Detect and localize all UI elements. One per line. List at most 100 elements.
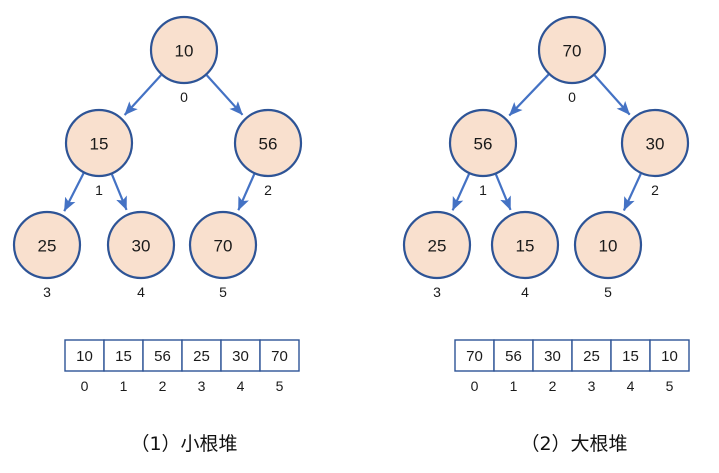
array-cell-value: 30 bbox=[544, 348, 561, 365]
array-cell-box bbox=[142, 339, 183, 372]
tree-node-1[interactable]: 151 bbox=[64, 108, 134, 198]
node-value-label: 56 bbox=[259, 135, 278, 154]
array-cell[interactable]: 700 bbox=[454, 339, 495, 394]
array-cell-value: 10 bbox=[661, 348, 678, 365]
array-cell-value: 25 bbox=[193, 348, 210, 365]
panel-caption: （2）大根堆 bbox=[520, 433, 627, 455]
node-value-label: 10 bbox=[599, 237, 618, 256]
array-cell-box bbox=[259, 339, 300, 372]
node-value-label: 10 bbox=[175, 42, 194, 61]
array-cell-value: 56 bbox=[505, 348, 522, 365]
node-index-label: 0 bbox=[180, 89, 188, 105]
node-index-label: 4 bbox=[521, 284, 529, 300]
node-value-label: 70 bbox=[214, 237, 233, 256]
array-cell-value: 56 bbox=[154, 348, 171, 365]
array-cell[interactable]: 15 4 bbox=[610, 339, 651, 394]
tree-edge-1-4 bbox=[110, 174, 128, 211]
array-cell-box bbox=[103, 339, 144, 372]
array-index-label: 4 bbox=[237, 378, 245, 394]
node-value-label: 25 bbox=[38, 237, 57, 256]
node-value-label: 30 bbox=[646, 135, 665, 154]
node-index-label: 2 bbox=[264, 182, 272, 198]
array-index-label: 3 bbox=[198, 378, 206, 394]
array-cell[interactable]: 10 0 bbox=[64, 339, 105, 394]
node-index-label: 5 bbox=[219, 284, 227, 300]
node-circle bbox=[490, 210, 560, 280]
node-circle bbox=[233, 108, 303, 178]
node-index-label: 4 bbox=[137, 284, 145, 300]
tree-edges bbox=[451, 73, 642, 211]
tree-node-0[interactable]: 10 0 bbox=[149, 15, 219, 105]
array-cell[interactable]: 15 1 bbox=[103, 339, 144, 394]
array-index-label: 0 bbox=[81, 378, 89, 394]
array-cell-box bbox=[649, 339, 690, 372]
node-value-label: 56 bbox=[474, 135, 493, 154]
array-index-label: 2 bbox=[549, 378, 557, 394]
heap-panel-min-heap: 100151562253304705100151562253304705（1）小… bbox=[12, 15, 303, 455]
tree-node-2[interactable]: 30 2 bbox=[620, 108, 690, 198]
array-index-label: 1 bbox=[120, 378, 128, 394]
node-index-label: 5 bbox=[604, 284, 612, 300]
tree-node-4[interactable]: 304 bbox=[106, 210, 176, 300]
array-cell[interactable]: 705 bbox=[259, 339, 300, 394]
array-cell-box bbox=[64, 339, 105, 372]
node-circle bbox=[402, 210, 472, 280]
array-cell-box bbox=[454, 339, 495, 372]
heap-array-table: 10 0 15 1 56 2 25 3 30 4 705 bbox=[64, 339, 300, 394]
node-index-label: 0 bbox=[568, 89, 576, 105]
array-index-label: 5 bbox=[276, 378, 284, 394]
array-cell-value: 70 bbox=[466, 348, 483, 365]
node-value-label: 70 bbox=[563, 42, 582, 61]
tree-edge-0-1 bbox=[123, 74, 162, 116]
tree-edges bbox=[63, 74, 256, 212]
array-cell-value: 30 bbox=[232, 348, 249, 365]
node-value-label: 25 bbox=[428, 237, 447, 256]
node-circle bbox=[537, 15, 607, 85]
node-value-label: 15 bbox=[516, 237, 535, 256]
tree-edge-1-3 bbox=[63, 172, 85, 212]
array-cell[interactable]: 25 3 bbox=[181, 339, 222, 394]
tree-edge-0-2 bbox=[205, 74, 244, 116]
panel-caption: （1）小根堆 bbox=[130, 433, 237, 455]
array-cell[interactable]: 30 2 bbox=[532, 339, 573, 394]
tree-node-0[interactable]: 70 0 bbox=[537, 15, 607, 105]
tree-node-1[interactable]: 56 1 bbox=[448, 108, 518, 198]
node-index-label: 3 bbox=[433, 284, 441, 300]
tree-node-4[interactable]: 15 4 bbox=[490, 210, 560, 300]
tree-node-3[interactable]: 25 3 bbox=[12, 210, 82, 300]
node-value-label: 15 bbox=[90, 135, 109, 154]
tree-edge-0-1 bbox=[508, 73, 550, 117]
array-cell-box bbox=[220, 339, 261, 372]
array-cell[interactable]: 30 4 bbox=[220, 339, 261, 394]
array-cell[interactable]: 56 2 bbox=[142, 339, 183, 394]
node-index-label: 2 bbox=[651, 182, 659, 198]
array-cell-value: 15 bbox=[622, 348, 639, 365]
node-circle bbox=[149, 15, 219, 85]
panels-root: 100151562253304705100151562253304705（1）小… bbox=[12, 15, 690, 455]
tree-edge-0-2 bbox=[593, 74, 631, 116]
node-index-label: 3 bbox=[43, 284, 51, 300]
array-index-label: 4 bbox=[627, 378, 635, 394]
array-cell[interactable]: 10 5 bbox=[649, 339, 690, 394]
tree-node-5[interactable]: 70 5 bbox=[188, 210, 258, 300]
array-cell[interactable]: 561 bbox=[493, 339, 534, 394]
array-index-label: 2 bbox=[159, 378, 167, 394]
array-cell-value: 15 bbox=[115, 348, 132, 365]
array-cell[interactable]: 253 bbox=[571, 339, 612, 394]
array-cell-box bbox=[493, 339, 534, 372]
array-cell-value: 10 bbox=[76, 348, 93, 365]
array-cell-box bbox=[571, 339, 612, 372]
node-circle bbox=[188, 210, 258, 280]
tree-node-5[interactable]: 10 5 bbox=[573, 210, 643, 300]
node-circle bbox=[620, 108, 690, 178]
tree-node-3[interactable]: 25 3 bbox=[402, 210, 472, 300]
tree-node-2[interactable]: 56 2 bbox=[233, 108, 303, 198]
array-index-label: 5 bbox=[666, 378, 674, 394]
heap-panel-max-heap: 700561302253154105700561302253154105（2）大… bbox=[402, 15, 690, 455]
node-circle bbox=[12, 210, 82, 280]
tree-edge-2-5 bbox=[622, 173, 642, 211]
node-circle bbox=[573, 210, 643, 280]
node-index-label: 1 bbox=[479, 182, 487, 198]
